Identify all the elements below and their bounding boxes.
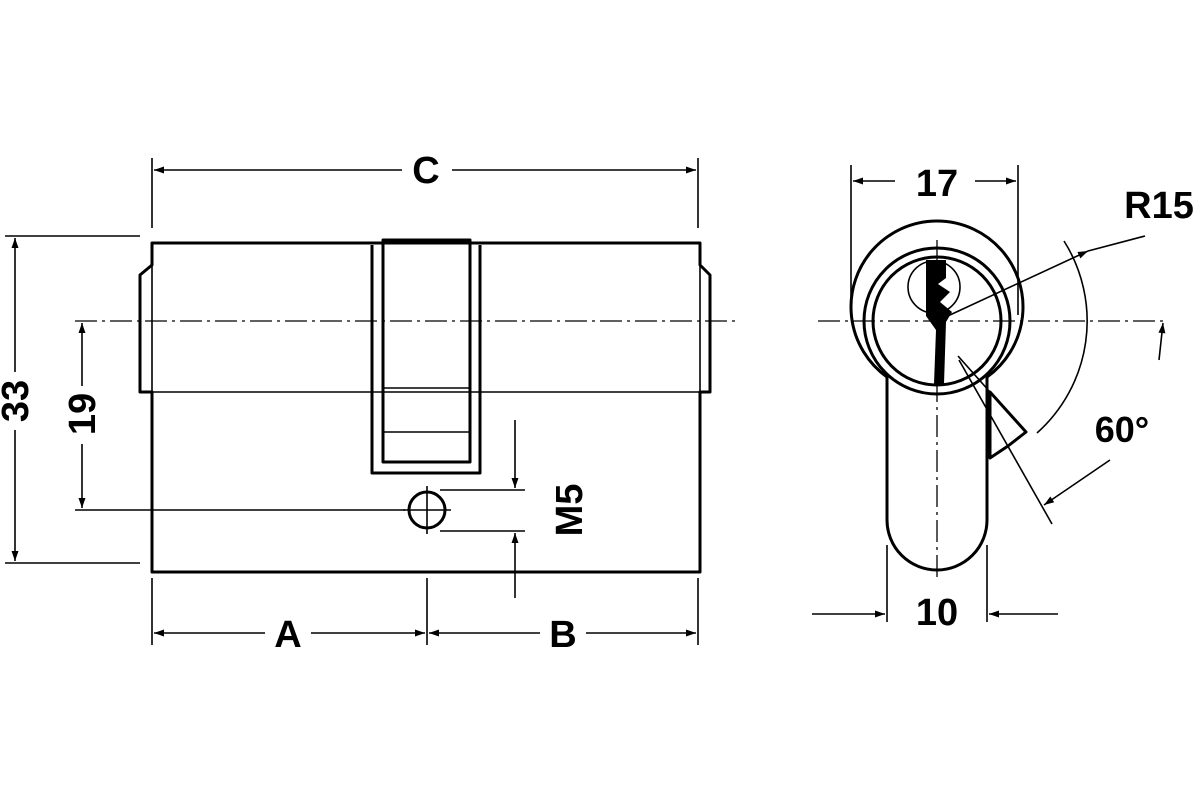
- cam-slot: [370, 238, 482, 475]
- dimension-a-label: A: [274, 614, 301, 656]
- profile-outline: [849, 219, 1025, 572]
- dimension-thread-label: M5: [549, 484, 591, 537]
- dimension-width-label: 17: [916, 163, 958, 205]
- dimension-axis-label: 19: [62, 393, 104, 435]
- screw-hole: [403, 486, 451, 534]
- cylinder-body: [138, 241, 712, 574]
- side-view: C 33 19 M5 A B: [0, 145, 738, 658]
- angle-arc: [1036, 240, 1088, 434]
- front-view: 17 R15 60° 10: [812, 163, 1194, 634]
- key-profile: [926, 260, 952, 384]
- dimension-radius-line: [936, 250, 1089, 322]
- dimension-c-label: C: [412, 150, 439, 192]
- dimension-b-label: B: [549, 614, 576, 656]
- dimension-lower-width-label: 10: [916, 592, 958, 634]
- dimension-height-label: 33: [0, 380, 37, 422]
- dimension-angle-label: 60°: [1095, 409, 1149, 450]
- dimension-radius-label: R15: [1124, 185, 1194, 227]
